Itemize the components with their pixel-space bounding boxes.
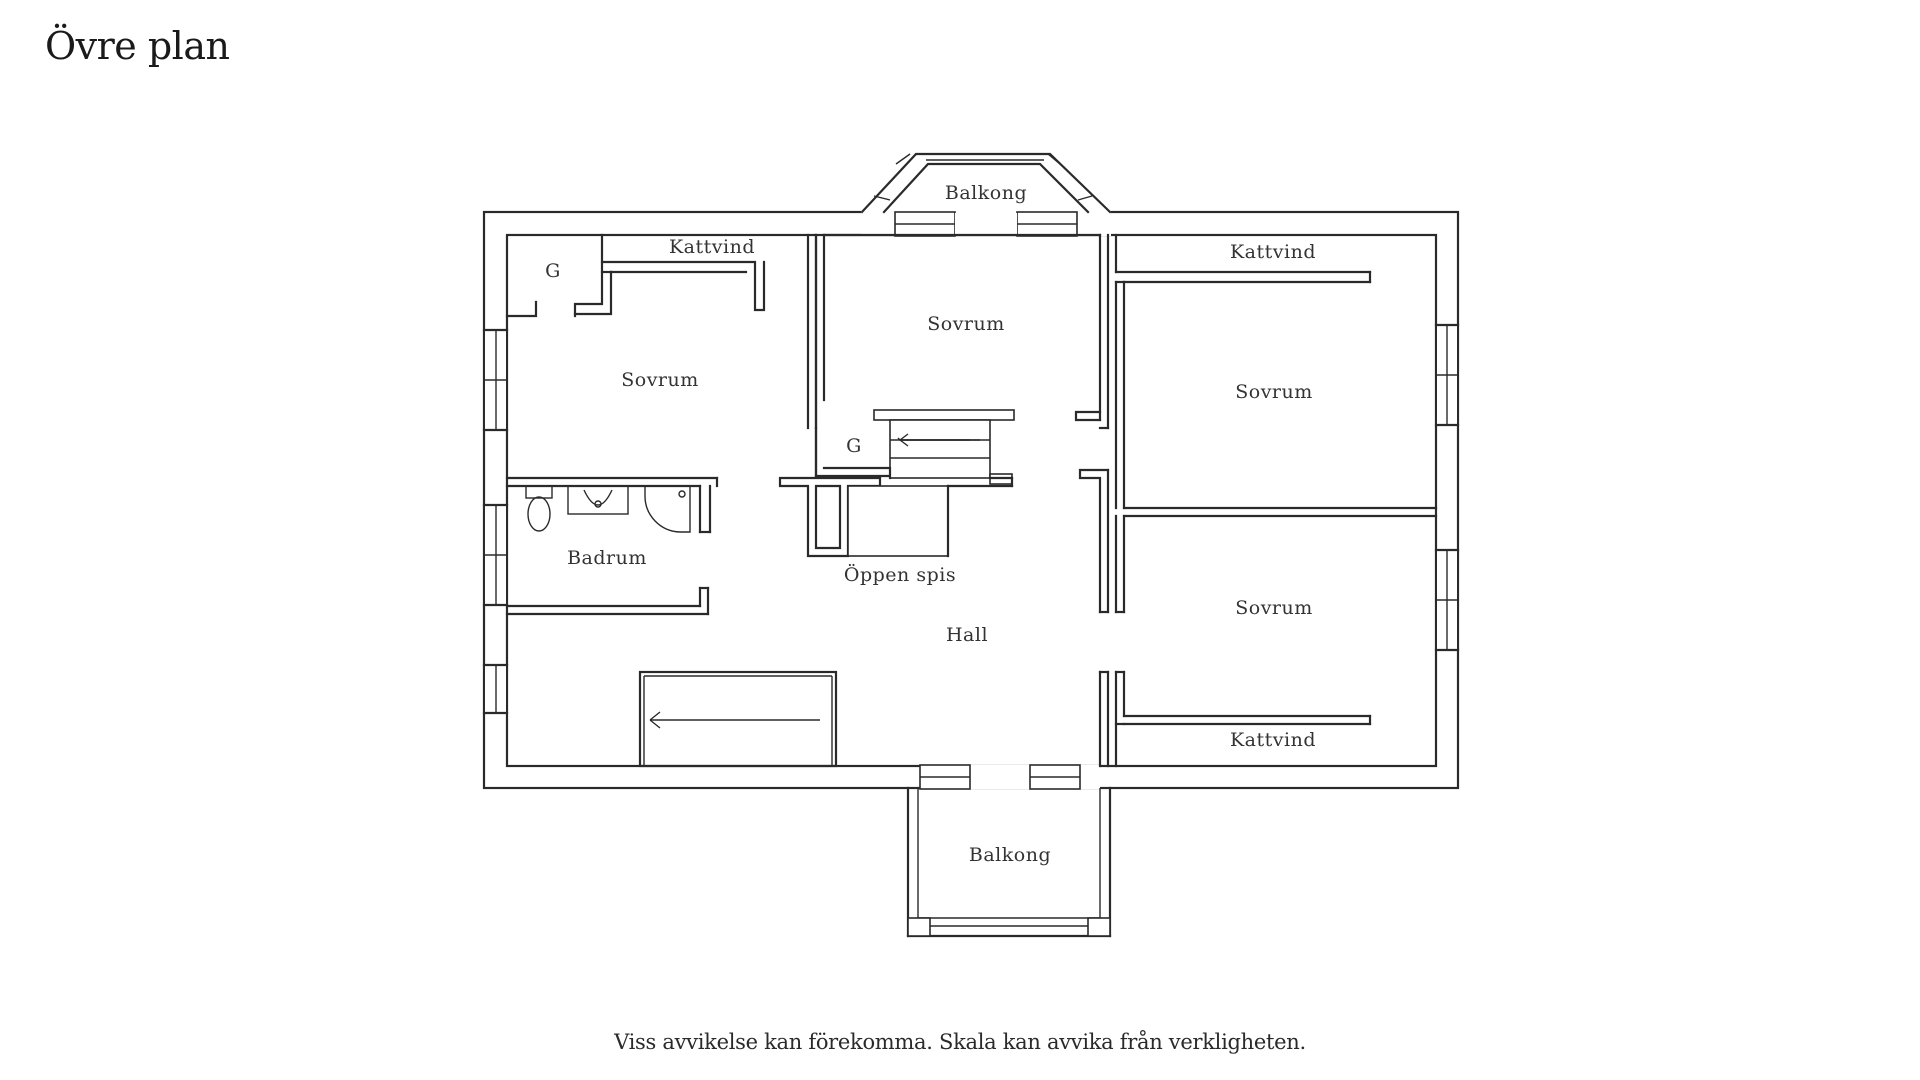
disclaimer: Viss avvikelse kan förekomma. Skala kan …	[614, 1030, 1306, 1054]
label-g-left: G	[545, 260, 561, 282]
balcony-bottom	[906, 764, 1112, 938]
label-oppen-spis: Öppen spis	[844, 563, 956, 586]
windows	[482, 323, 1460, 715]
label-balkong-top: Balkong	[945, 182, 1027, 204]
bathroom-fixtures	[525, 485, 691, 533]
label-sovrum-center: Sovrum	[927, 313, 1005, 335]
label-sovrum-right-bottom: Sovrum	[1235, 597, 1313, 619]
label-sovrum-right-top: Sovrum	[1235, 381, 1313, 403]
label-g-center: G	[846, 435, 862, 457]
label-kattvind-right-top: Kattvind	[1230, 241, 1316, 263]
outer-walls	[482, 210, 1460, 790]
center-walls	[778, 233, 1110, 558]
page-title: Övre plan	[45, 24, 230, 68]
label-balkong-bottom: Balkong	[969, 844, 1051, 866]
left-wing-walls	[505, 233, 818, 616]
label-kattvind-left: Kattvind	[669, 236, 755, 258]
room-labels: Balkong Kattvind G Sovrum Sovrum G Kattv…	[545, 182, 1316, 866]
stair-lower	[638, 670, 838, 768]
right-wing-walls	[1078, 233, 1438, 768]
label-sovrum-left: Sovrum	[621, 369, 699, 391]
label-badrum: Badrum	[567, 547, 647, 569]
label-hall: Hall	[946, 624, 988, 646]
label-kattvind-right-bottom: Kattvind	[1230, 729, 1316, 751]
